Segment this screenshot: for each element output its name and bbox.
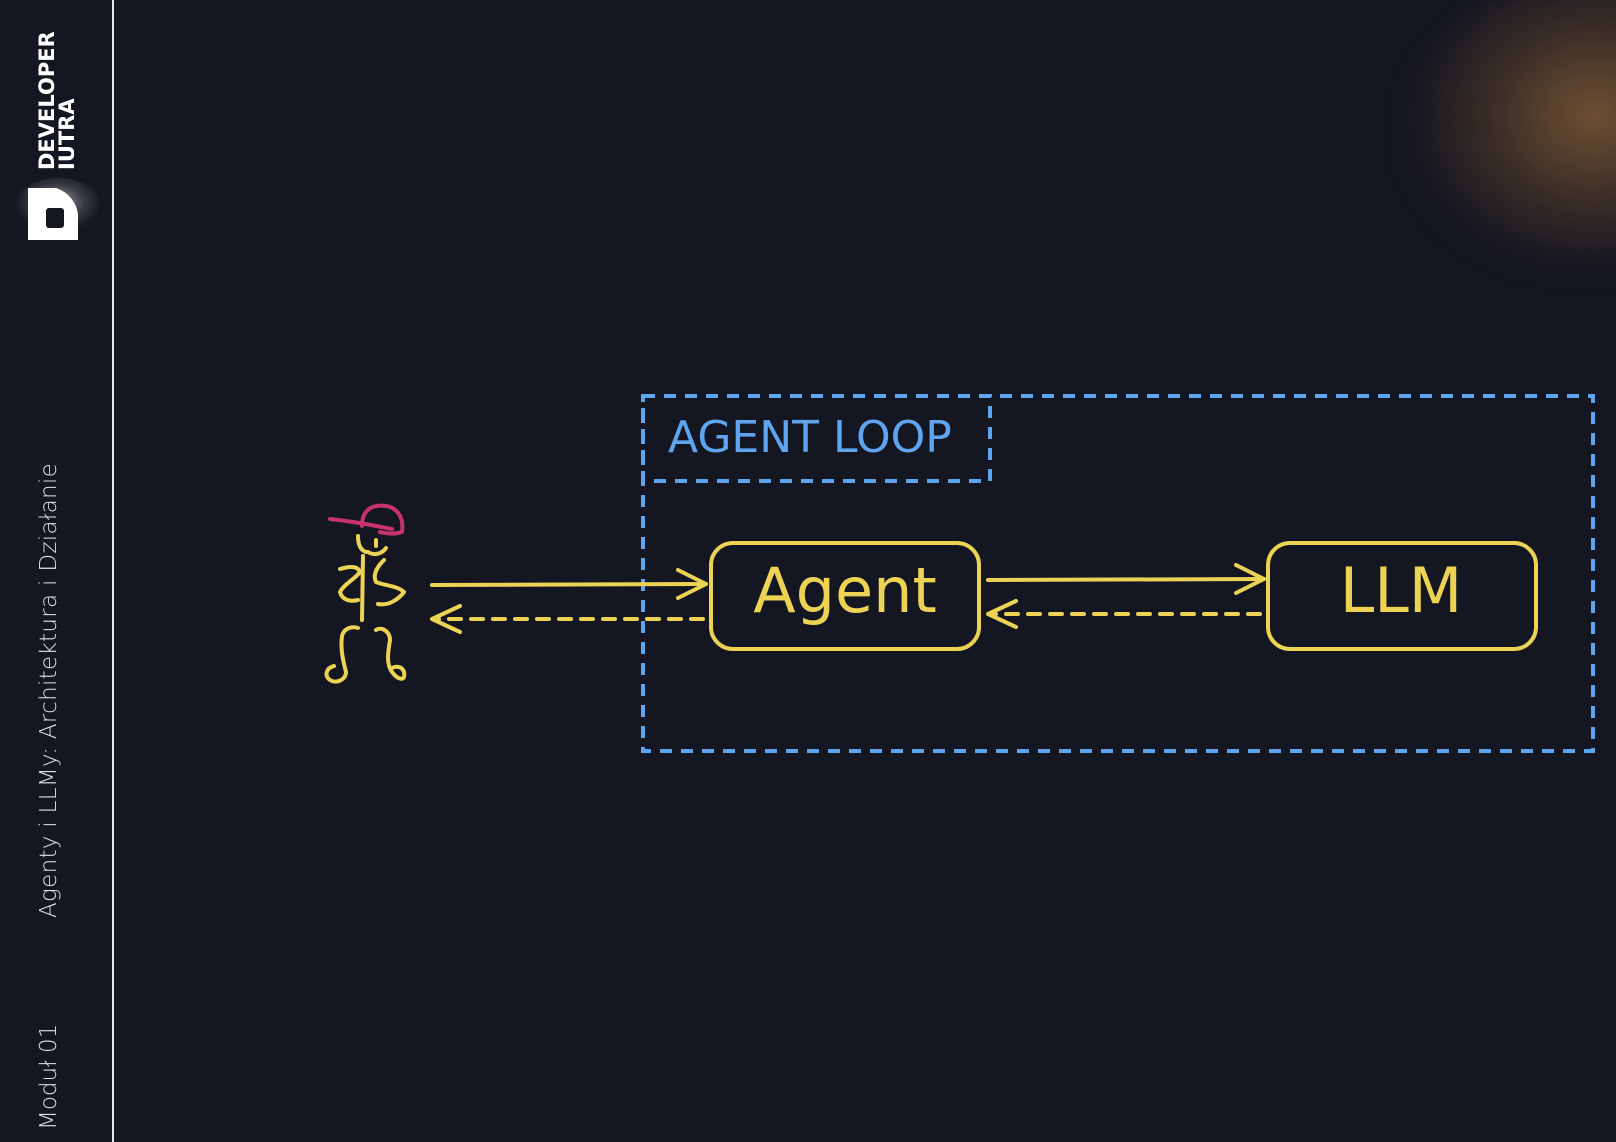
llm-to-agent-return-arrow	[986, 599, 1262, 629]
llm-node-label: LLM	[1339, 554, 1463, 627]
developer-jutra-logo	[12, 176, 102, 256]
agent-loop-label: AGENT LOOP	[668, 412, 952, 463]
user-figure-icon	[324, 503, 407, 684]
brand-wordmark: DEVELOPER JUTRA	[30, 22, 74, 172]
agent-node-label: Agent	[753, 554, 937, 627]
brand-line-2: JUTRA	[55, 98, 74, 172]
agent-node	[709, 541, 981, 651]
user-to-agent-arrow	[430, 568, 708, 600]
agent-loop-label-box	[641, 394, 992, 483]
agent-to-user-return-arrow	[430, 604, 705, 634]
sidebar: DEVELOPER JUTRA Agenty i LLMy: Archit	[0, 0, 114, 1142]
llm-node	[1266, 541, 1538, 651]
brand-line-1: DEVELOPER	[35, 31, 59, 170]
agent-to-llm-arrow	[986, 563, 1266, 595]
